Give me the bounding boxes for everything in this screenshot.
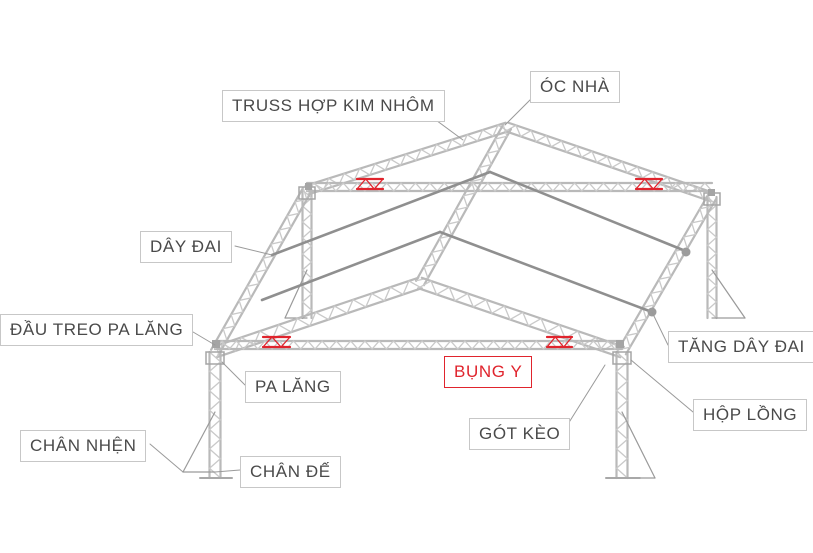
right-eave-purlin	[617, 193, 717, 356]
label-ridge: ÓC NHÀ	[530, 71, 620, 103]
leader-base-plate	[214, 469, 241, 473]
ridge-purlin-diagonal	[414, 123, 513, 287]
hoist-head-back-left-icon	[305, 183, 312, 190]
hoist-head-right-icon	[616, 340, 624, 348]
label-hoist: PA LĂNG	[245, 371, 341, 403]
front-left-column	[208, 350, 222, 480]
label-base-plate: CHÂN ĐẾ	[240, 456, 341, 488]
center-brace-front-left	[261, 335, 292, 349]
strap-tensioner-upper-icon	[681, 247, 691, 257]
back-right-outrigger	[711, 269, 746, 319]
label-rafter-heel: GÓT KÈO	[469, 418, 571, 450]
label-sleeve-block: HỘP LỒNG	[693, 399, 808, 431]
strap-lower	[260, 230, 442, 302]
front-right-rafter	[417, 276, 625, 359]
label-outrigger: CHÂN NHỆN	[20, 430, 147, 462]
front-right-sleeve-block	[612, 351, 632, 365]
back-right-column	[706, 195, 718, 320]
strap-upper-right	[488, 170, 690, 254]
center-brace-back-right	[634, 177, 664, 191]
center-brace-back-left	[355, 177, 385, 191]
label-center-brace: BỤNG Y	[444, 356, 533, 388]
leader-strap	[234, 245, 273, 256]
label-strap: DÂY ĐAI	[140, 231, 232, 263]
front-right-outrigger	[621, 411, 656, 479]
front-left-outrigger	[182, 411, 216, 473]
leader-strap-tensioner	[651, 311, 669, 346]
front-right-column	[615, 350, 629, 480]
leader-sleeve-block	[630, 359, 694, 413]
strap-lower-right	[438, 230, 654, 314]
label-truss: TRUSS HỢP KIM NHÔM	[222, 90, 445, 122]
label-strap-tensioner: TĂNG DÂY ĐAI	[668, 331, 813, 363]
leader-hoist	[221, 361, 246, 386]
hoist-head-left-icon	[212, 340, 220, 348]
strap-upper	[270, 170, 492, 257]
back-left-column	[301, 188, 313, 320]
center-brace-front-right	[545, 335, 574, 349]
leader-outrigger	[149, 443, 184, 473]
back-left-outrigger	[284, 269, 308, 319]
left-eave-purlin	[209, 186, 313, 356]
front-left-sleeve-block	[205, 351, 225, 365]
label-hoist-head: ĐẦU TREO PA LĂNG	[0, 314, 194, 346]
back-tie-beam	[305, 181, 714, 193]
hoist-head-back-right-icon	[708, 189, 715, 196]
